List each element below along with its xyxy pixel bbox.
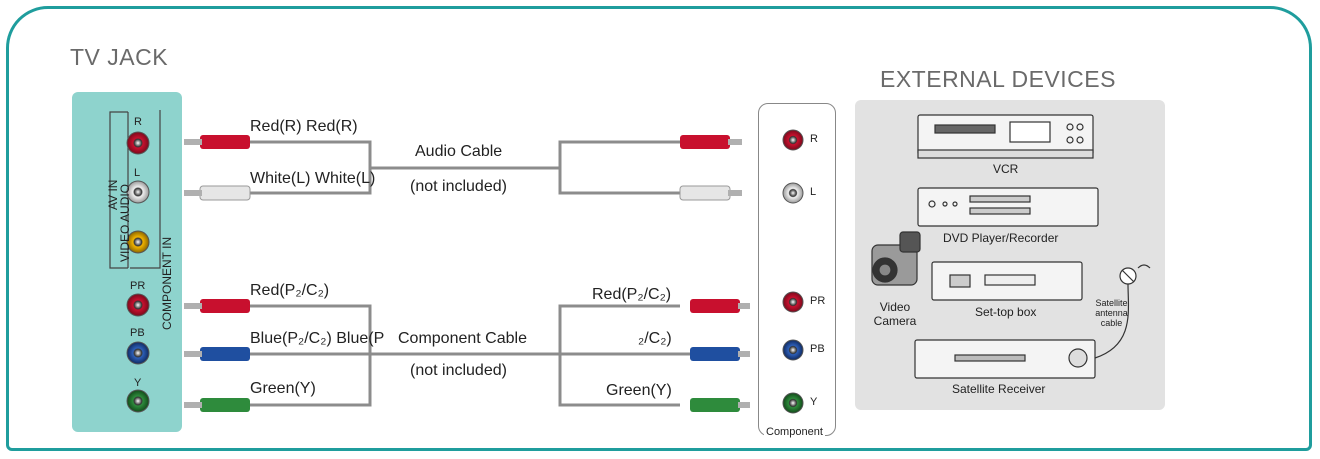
tv-jack-l — [126, 180, 150, 204]
external-devices-title: EXTERNAL DEVICES — [880, 66, 1116, 92]
audio-cable-name: Audio Cable — [415, 143, 503, 160]
vcr-label: VCR — [993, 162, 1019, 176]
comp-jack-y-label: Y — [810, 396, 818, 408]
plug-left-green-comp — [184, 398, 250, 412]
plug-left-red-comp — [184, 299, 250, 313]
component-right-red-label: Red(P₂/C₂) — [592, 286, 672, 303]
comp-jack-pb-label: PB — [810, 343, 825, 355]
set-top-box-label: Set-top box — [975, 305, 1037, 319]
component-panel-label: Component — [764, 426, 825, 438]
tv-jack-r — [126, 131, 150, 155]
plug-right-blue-comp — [690, 347, 750, 361]
set-top-box-icon — [931, 261, 1083, 301]
audio-cable-note: (not included) — [410, 178, 507, 195]
satellite-antenna-label: Satellite antenna cable — [1095, 298, 1128, 328]
tv-jack-pb-label: PB — [130, 327, 145, 339]
plug-left-white-audio — [184, 185, 251, 201]
comp-jack-pr-label: PR — [810, 295, 826, 307]
comp-jack-r — [782, 129, 804, 151]
tv-jack-r-label: R — [134, 116, 142, 128]
video-camera-label: Video Camera — [873, 300, 917, 328]
component-left-red-label: Red(P₂/C₂) — [250, 282, 330, 299]
dvd-player-icon — [917, 187, 1099, 227]
tv-jack-pb — [126, 341, 150, 365]
comp-jack-pb — [782, 339, 804, 361]
diagram-frame — [6, 6, 1312, 451]
tv-jack-title: TV JACK — [70, 44, 169, 70]
plug-right-green-comp — [690, 398, 750, 412]
component-panel — [758, 103, 836, 436]
audio-left-white-label: White(L) White(L) — [250, 170, 376, 187]
video-audio-label: VIDEO AUDIO — [118, 183, 132, 262]
comp-jack-y — [782, 392, 804, 414]
tv-jack-y-label: Y — [134, 377, 142, 389]
dvd-player-label: DVD Player/Recorder — [943, 231, 1059, 245]
component-panel-jacks — [782, 129, 804, 414]
plug-right-red-comp — [690, 299, 750, 313]
comp-jack-l-label: L — [810, 186, 817, 198]
plug-right-red-audio — [680, 135, 742, 149]
satellite-receiver-label: Satellite Receiver — [952, 382, 1046, 396]
tv-jacks — [126, 131, 150, 413]
component-cable-note: (not included) — [410, 362, 507, 379]
tv-jack-pr — [126, 293, 150, 317]
comp-jack-r-label: R — [810, 133, 818, 145]
component-right-blue-label: ₂/C₂) — [638, 330, 672, 347]
plug-right-white-audio — [679, 185, 742, 201]
vcr-icon — [917, 114, 1094, 159]
component-left-blue-label: Blue(P₂/C₂) Blue(P — [250, 330, 385, 347]
right-plugs — [679, 135, 750, 412]
tv-jack-l-label: L — [134, 167, 141, 179]
video-camera-icon — [871, 231, 921, 286]
component-cable-wires — [250, 304, 690, 407]
component-left-green-label: Green(Y) — [250, 380, 316, 397]
plug-left-red-audio — [184, 135, 250, 149]
satellite-dish-icon — [1094, 264, 1151, 359]
plug-left-blue-comp — [184, 347, 250, 361]
component-right-green-label: Green(Y) — [606, 382, 672, 399]
component-in-label: COMPONENT IN — [160, 236, 174, 330]
tv-jack-y — [126, 389, 150, 413]
comp-jack-l — [782, 182, 804, 204]
component-cable-name: Component Cable — [398, 330, 527, 347]
tv-jack-video — [126, 230, 150, 254]
left-plugs — [184, 135, 251, 412]
audio-left-red-label: Red(R) Red(R) — [250, 118, 358, 135]
tv-jack-panel — [72, 92, 182, 432]
audio-cable-wires — [250, 140, 680, 195]
tv-jack-pr-label: PR — [130, 280, 146, 292]
satellite-receiver-icon — [914, 339, 1096, 379]
comp-jack-pr — [782, 291, 804, 313]
